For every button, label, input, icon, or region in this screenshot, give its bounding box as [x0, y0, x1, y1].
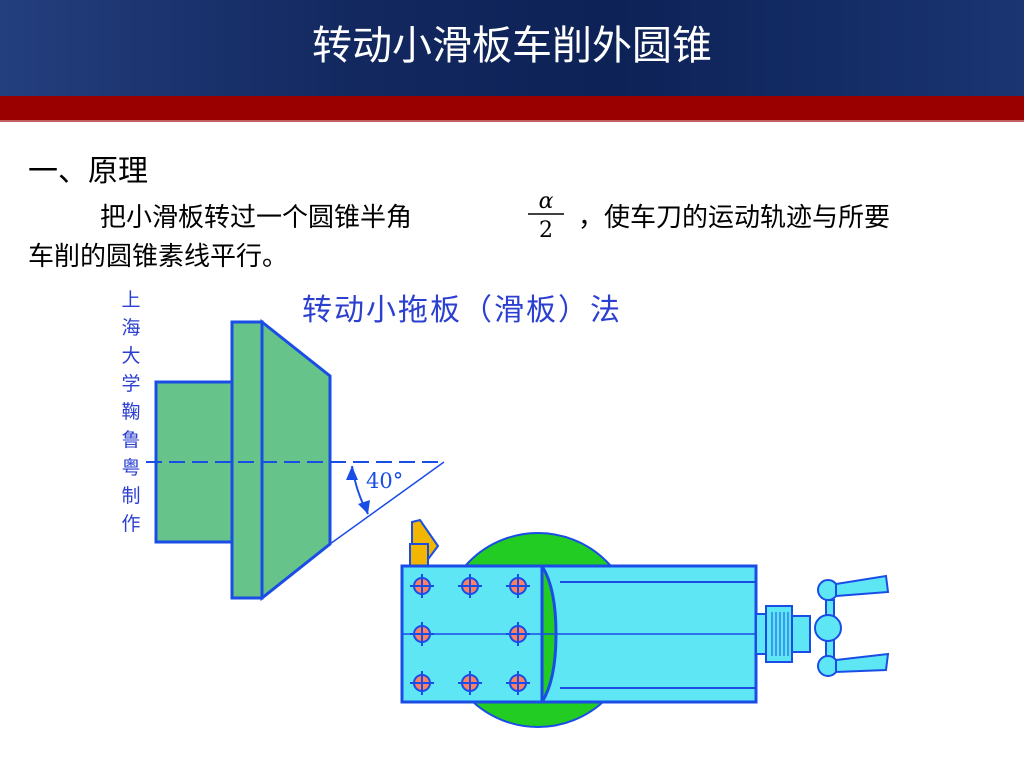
credit-char: 海 — [121, 317, 140, 339]
bolt-icon — [458, 574, 482, 598]
bolt-icon — [458, 671, 482, 695]
handwheel-handle-icon[interactable] — [814, 574, 890, 677]
angle-line — [329, 461, 445, 545]
diagram-title: 转动小拖板（滑板）法 — [302, 293, 622, 328]
half-angle-fraction: α 2 — [528, 189, 564, 242]
principle-text-end: ，使车刀的运动轨迹与所要 — [578, 203, 891, 233]
dial-ticks — [771, 612, 789, 656]
workpiece — [154, 318, 332, 602]
credit-char: 制 — [121, 485, 140, 507]
angle-arrow-bottom — [358, 500, 370, 514]
header-accent-band — [0, 96, 1024, 120]
principle-text-line2: 车削的圆锥素线平行。 — [28, 242, 289, 272]
credit-char: 鲁 — [121, 429, 140, 451]
slide-header — [0, 0, 1024, 96]
bolt-icon — [410, 574, 434, 598]
workpiece-collar — [230, 320, 264, 600]
credit-char: 鞠 — [121, 401, 140, 423]
fraction-denominator: 2 — [539, 218, 553, 242]
credit-char: 粤 — [121, 457, 140, 479]
cutting-tool — [409, 518, 440, 567]
angle-arrow-top — [346, 466, 358, 480]
feed-screw-neck — [755, 613, 767, 655]
section-heading: 一、原理 — [28, 154, 148, 189]
bolt-icon — [410, 671, 434, 695]
credit-char: 作 — [121, 513, 140, 535]
fraction-numerator: α — [539, 189, 554, 214]
credit-char: 上 — [121, 289, 140, 311]
credit-char: 学 — [121, 373, 140, 395]
principle-text-start: 把小滑板转过一个圆锥半角 — [100, 203, 413, 233]
bolt-icon — [410, 622, 434, 646]
bolt-icon — [506, 671, 530, 695]
bolt-icon — [506, 574, 530, 598]
clamp-bolts — [410, 574, 530, 695]
bolt-icon — [506, 622, 530, 646]
credit-vertical-text: 上 海 大 学 鞠 鲁 粤 制 作 — [121, 289, 140, 535]
lathe-diagram: 转动小拖板（滑板）法 上 海 大 学 鞠 鲁 粤 制 作 40° — [121, 289, 890, 728]
workpiece-cone — [260, 318, 332, 602]
handle-hub — [791, 615, 811, 653]
header-accent-line — [0, 120, 1024, 122]
tool-shank — [409, 543, 429, 567]
angle-label: 40° — [366, 469, 403, 493]
credit-char: 大 — [121, 345, 140, 367]
slide-title: 转动小滑板车削外圆锥 — [312, 23, 712, 69]
